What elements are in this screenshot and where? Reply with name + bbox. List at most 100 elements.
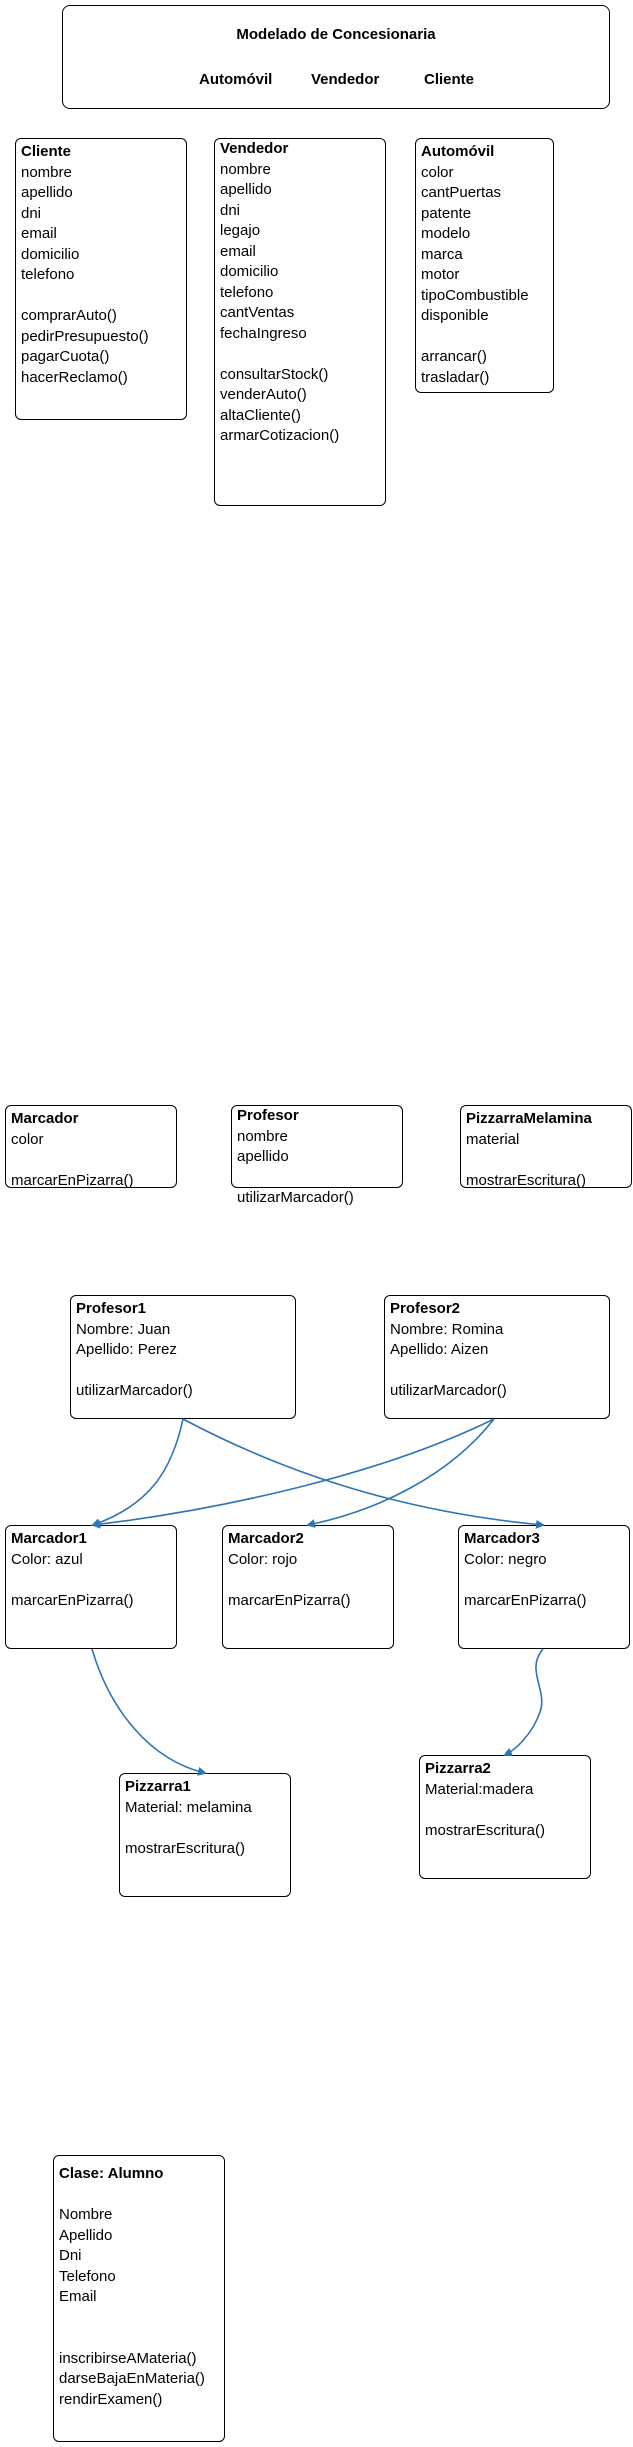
marcador-attribute: color bbox=[11, 1130, 44, 1148]
marcador2-method: marcarEnPizarra() bbox=[228, 1591, 351, 1609]
spacer bbox=[390, 1361, 604, 1382]
connector-marcador3-pizarra2 bbox=[503, 1648, 544, 1756]
header-item-automovil: Automóvil bbox=[199, 71, 273, 88]
pizarramelamina-title: PizzarraMelamina bbox=[466, 1110, 592, 1127]
cliente-attribute: telefono bbox=[21, 266, 75, 283]
vendedor-attribute: nombre bbox=[220, 160, 271, 178]
alumno-method: rendirExamen() bbox=[59, 2390, 163, 2408]
spacer bbox=[464, 1570, 624, 1591]
pizarra2-title: Pizzarra2 bbox=[425, 1760, 491, 1777]
automovil-attribute: patente bbox=[421, 204, 472, 222]
profesor-method: utilizarMarcador() bbox=[237, 1189, 354, 1206]
vendedor-method: altaCliente() bbox=[220, 406, 301, 424]
spacer bbox=[59, 2328, 219, 2349]
vendedor-attribute: domicilio bbox=[220, 263, 279, 280]
cliente-class-box: Cliente nombre apellido dni email domicilio te… bbox=[15, 138, 187, 420]
connector-profesor1-marcador3 bbox=[182, 1418, 545, 1529]
profesor-title: Profesor bbox=[237, 1107, 299, 1124]
vendedor-attribute: fechaIngreso bbox=[220, 324, 307, 342]
vendedor-attribute: cantVentas bbox=[220, 304, 295, 321]
vendedor-attribute: apellido bbox=[220, 181, 272, 198]
pizarra2-method: mostrarEscritura() bbox=[425, 1821, 546, 1839]
marcador3-title: Marcador3 bbox=[464, 1530, 540, 1547]
automovil-method: trasladar() bbox=[421, 368, 490, 386]
automovil-attribute: color bbox=[421, 163, 454, 181]
profesor1-title: Profesor1 bbox=[76, 1300, 147, 1317]
connector-profesor1-marcador1 bbox=[91, 1418, 184, 1527]
spacer bbox=[76, 1361, 290, 1382]
profesor1-method: utilizarMarcador() bbox=[76, 1382, 193, 1399]
automovil-title: Automóvil bbox=[421, 143, 495, 160]
header-item-cliente: Cliente bbox=[424, 71, 475, 88]
marcador3-attribute: Color: negro bbox=[464, 1550, 547, 1568]
pizarra1-title: Pizzarra1 bbox=[125, 1778, 191, 1795]
profesor2-title: Profesor2 bbox=[390, 1300, 461, 1317]
spacer bbox=[11, 1570, 171, 1591]
automovil-attribute: modelo bbox=[421, 225, 471, 242]
cliente-attribute: dni bbox=[21, 204, 42, 222]
pizarramelamina-attribute: material bbox=[466, 1130, 520, 1148]
pizarramelamina-method: mostrarEscritura() bbox=[466, 1171, 587, 1189]
automovil-attribute: motor bbox=[421, 266, 460, 283]
vendedor-method: venderAuto() bbox=[220, 386, 307, 403]
spacer bbox=[425, 1800, 585, 1821]
profesor1-attribute: Apellido: Perez bbox=[76, 1341, 177, 1358]
cliente-attribute: email bbox=[21, 225, 57, 242]
cliente-method: comprarAuto() bbox=[21, 307, 117, 324]
connector-profesor2-marcador2 bbox=[306, 1418, 495, 1528]
header-item-vendedor: Vendedor bbox=[311, 71, 380, 88]
automovil-attribute: tipoCombustible bbox=[421, 286, 529, 304]
pizarra1-attribute: Material: melamina bbox=[125, 1798, 252, 1816]
alumno-method: darseBajaEnMateria() bbox=[59, 2370, 205, 2387]
alumno-method: inscribirseAMateria() bbox=[59, 2349, 197, 2367]
header-box: Modelado de Concesionaria Automóvil Vend… bbox=[62, 5, 610, 109]
profesor2-method: utilizarMarcador() bbox=[390, 1382, 507, 1399]
alumno-title: Clase: Alumno bbox=[59, 2165, 164, 2182]
cliente-attribute: apellido bbox=[21, 184, 73, 201]
alumno-attribute: Dni bbox=[59, 2247, 82, 2264]
cliente-method: pagarCuota() bbox=[21, 348, 110, 365]
connector-marcador1-pizarra1 bbox=[91, 1648, 207, 1776]
spacer bbox=[228, 1570, 388, 1591]
vendedor-attribute: dni bbox=[220, 201, 241, 219]
cliente-method: hacerReclamo() bbox=[21, 368, 128, 386]
spacer bbox=[59, 2308, 219, 2329]
vendedor-attribute: telefono bbox=[220, 283, 274, 301]
automovil-method: arrancar() bbox=[421, 348, 487, 365]
profesor-attribute: apellido bbox=[237, 1148, 289, 1165]
pizarra2-attribute: Material:madera bbox=[425, 1780, 534, 1798]
connector-profesor2-marcador1 bbox=[91, 1418, 495, 1529]
spacer bbox=[125, 1818, 285, 1839]
automovil-attribute: disponible bbox=[421, 307, 489, 324]
alumno-attribute: Telefono bbox=[59, 2267, 116, 2285]
spacer bbox=[421, 327, 548, 348]
profesor2-attribute: Apellido: Aizen bbox=[390, 1341, 489, 1358]
header-title: Modelado de Concesionaria bbox=[236, 26, 436, 43]
profesor2-attribute: Nombre: Romina bbox=[390, 1320, 504, 1338]
marcador1-method: marcarEnPizarra() bbox=[11, 1591, 134, 1609]
automovil-attribute: cantPuertas bbox=[421, 184, 502, 201]
cliente-title: Cliente bbox=[21, 143, 72, 160]
cliente-attribute: domicilio bbox=[21, 245, 80, 263]
marcador1-title: Marcador1 bbox=[11, 1530, 87, 1547]
vendedor-title: Vendedor bbox=[220, 140, 289, 157]
pizarra-melamina-class-box: PizzarraMelamina material mostrarEscritura… bbox=[460, 1105, 632, 1189]
cliente-attribute: nombre bbox=[21, 163, 72, 181]
spacer bbox=[21, 286, 181, 307]
pizarra1-method: mostrarEscritura() bbox=[125, 1839, 246, 1857]
marcador2-title: Marcador2 bbox=[228, 1530, 304, 1547]
marcador-method: marcarEnPizarra() bbox=[11, 1171, 134, 1189]
marcador3-method: marcarEnPizarra() bbox=[464, 1591, 587, 1609]
